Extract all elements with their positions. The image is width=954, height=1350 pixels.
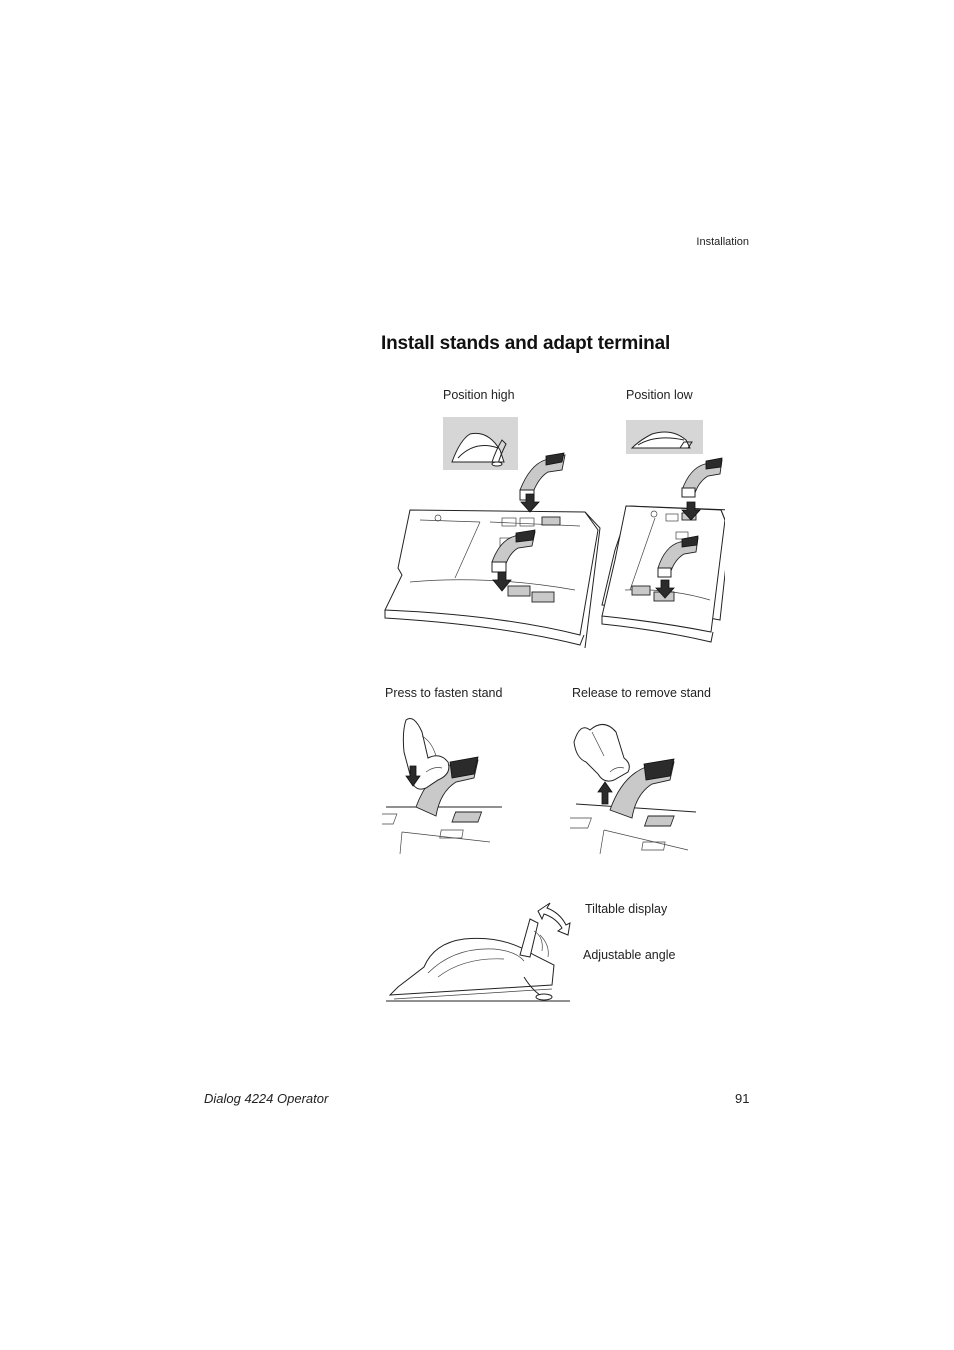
arrow-down-icon xyxy=(405,765,421,787)
arrow-down-icon xyxy=(681,501,701,521)
footer-page-number: 91 xyxy=(735,1091,750,1106)
caption-position-low: Position low xyxy=(626,388,693,402)
stand-piece-upper-low xyxy=(681,457,723,498)
phone-side-high-thumbnail xyxy=(443,417,518,470)
stand-piece-upper-high xyxy=(519,452,566,501)
caption-tiltable-display: Tiltable display xyxy=(585,902,668,916)
footer-product-name: Dialog 4224 Operator xyxy=(204,1091,329,1106)
phone-side-low-thumbnail xyxy=(626,420,703,454)
tilt-display-illustration xyxy=(386,902,571,1002)
stand-piece-lower-low xyxy=(657,535,699,578)
caption-press-to-fasten: Press to fasten stand xyxy=(385,686,503,700)
caption-release-to-remove: Release to remove stand xyxy=(572,686,711,700)
caption-adjustable-angle: Adjustable angle xyxy=(583,948,676,962)
stand-position-illustration xyxy=(384,417,725,649)
stand-piece-lower-high xyxy=(491,529,536,573)
phone-base-high xyxy=(384,509,601,649)
section-label: Installation xyxy=(696,236,749,248)
page-title: Install stands and adapt terminal xyxy=(381,333,671,354)
release-to-remove-illustration xyxy=(570,724,697,855)
caption-position-high: Position high xyxy=(443,388,515,402)
arrow-down-icon xyxy=(492,571,512,592)
arrow-down-icon xyxy=(520,493,540,513)
arrow-up-icon xyxy=(597,781,613,805)
arrow-down-icon xyxy=(655,579,675,599)
double-arrow-icon xyxy=(537,902,571,936)
press-to-fasten-illustration xyxy=(382,718,502,855)
